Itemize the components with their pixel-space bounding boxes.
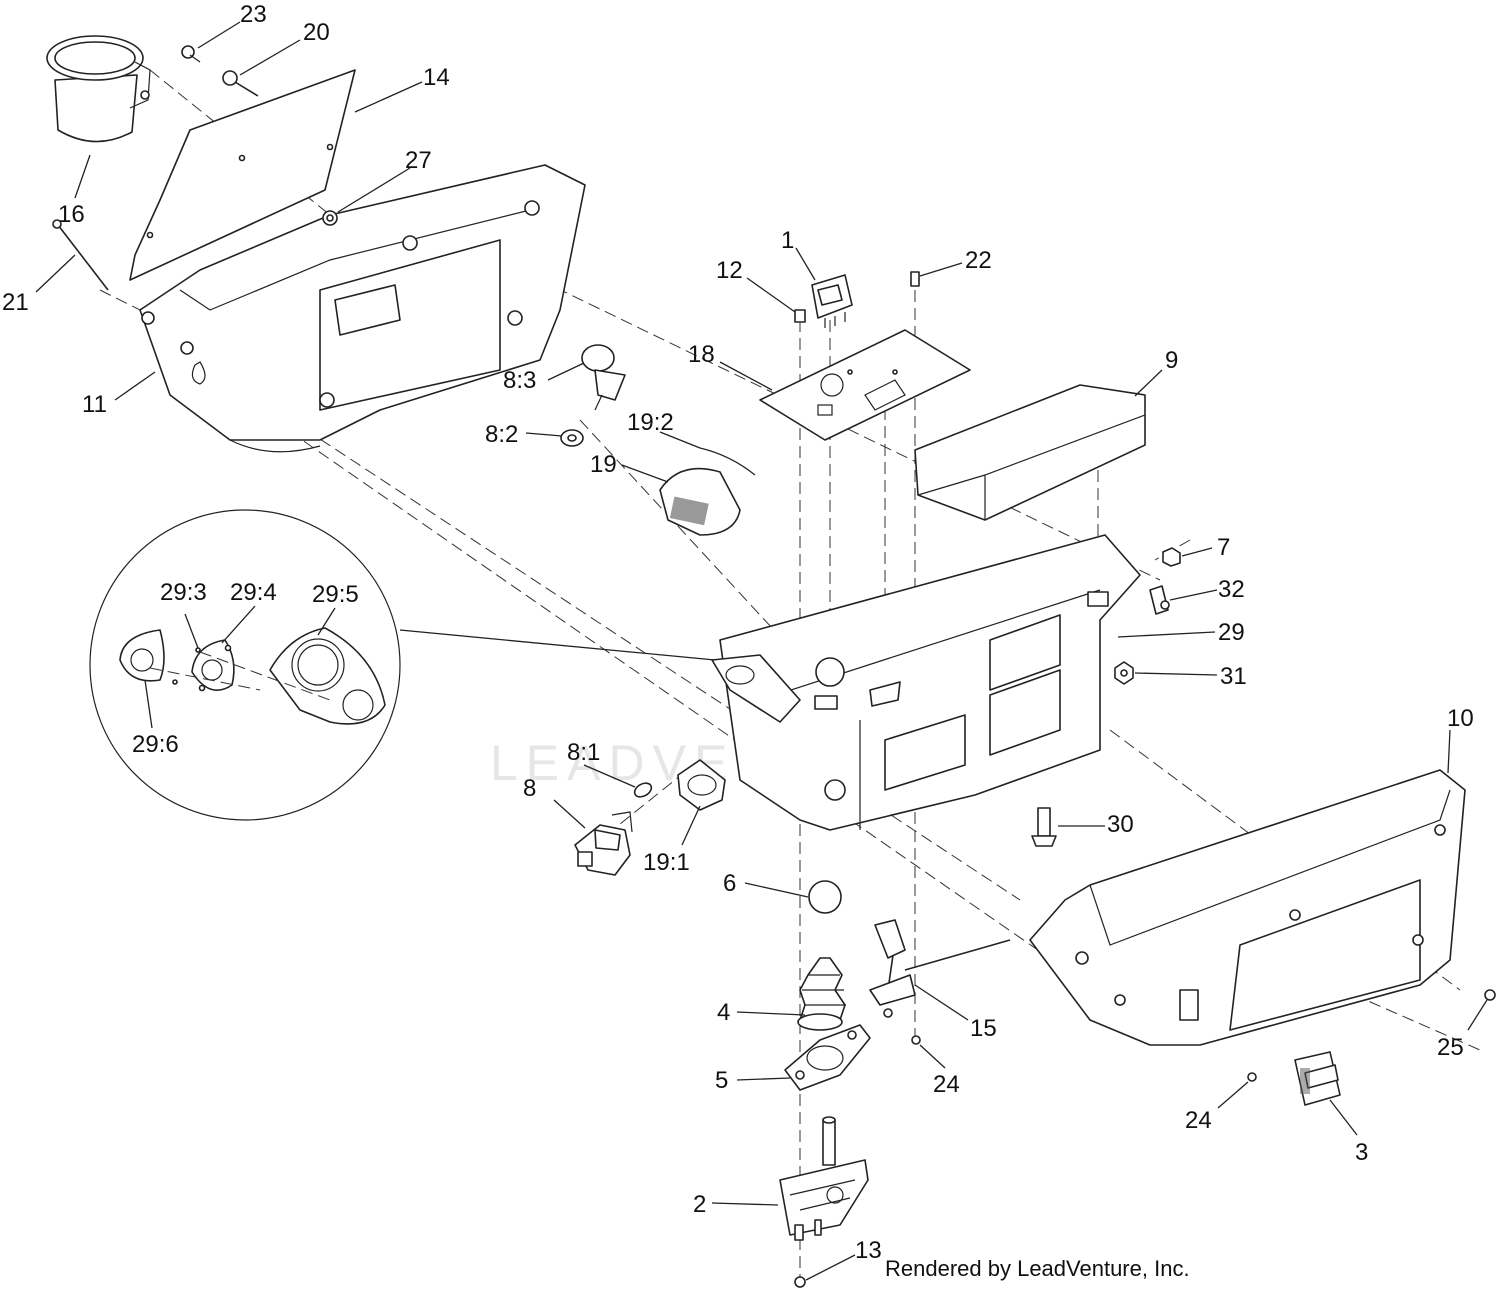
callout-8-3: 8:3 [503, 367, 536, 394]
cap-19 [659, 467, 741, 536]
left-console-cover-11 [139, 164, 586, 453]
callout-22: 22 [965, 247, 992, 274]
callout-12: 12 [716, 257, 743, 284]
right-console-cover-10 [1029, 769, 1466, 1046]
knob-ball-6 [808, 880, 842, 914]
callout-32: 32 [1218, 576, 1245, 603]
screw-13 [794, 1276, 806, 1288]
callout-8: 8 [523, 775, 536, 802]
screw-22 [910, 271, 920, 287]
callout-7: 7 [1217, 534, 1230, 561]
callout-20: 20 [303, 19, 330, 46]
callout-15: 15 [970, 1015, 997, 1042]
callout-27: 27 [405, 147, 432, 174]
screw-12 [794, 309, 806, 323]
detail-view-circle [89, 509, 716, 821]
cup-holder-16 [46, 35, 151, 143]
nut-8-2 [560, 429, 584, 447]
callout-16: 16 [58, 201, 85, 228]
boot-4 [797, 957, 846, 1031]
screw-25 [1484, 989, 1496, 1001]
knob-8-3 [581, 344, 626, 411]
callout-19: 19 [590, 451, 617, 478]
clip-32 [1149, 585, 1170, 615]
callout-29-4: 29:4 [230, 579, 277, 606]
nut-19-1 [677, 759, 726, 811]
callout-1: 1 [781, 227, 794, 254]
callout-24-a: 24 [933, 1071, 960, 1098]
rod-21 [52, 219, 109, 291]
leader-lines [35, 21, 1488, 1281]
gasket-5 [784, 1024, 871, 1091]
callout-29-5: 29:5 [312, 581, 359, 608]
bolt-30 [1031, 807, 1057, 847]
nut-24-b [1247, 1072, 1257, 1082]
nut-31 [1114, 661, 1134, 685]
console-frame-29 [719, 534, 1141, 831]
callout-8-1: 8:1 [567, 739, 600, 766]
callout-4: 4 [717, 999, 730, 1026]
callout-5: 5 [715, 1067, 728, 1094]
callout-23: 23 [240, 1, 267, 28]
callout-6: 6 [723, 870, 736, 897]
rocker-switch-1 [811, 274, 853, 328]
throttle-lever-15 [869, 919, 1011, 1018]
seal-19-2 [699, 447, 756, 476]
render-credit: Rendered by LeadVenture, Inc. [885, 1256, 1190, 1281]
callout-19-2: 19:2 [627, 409, 674, 436]
bolt-20 [222, 70, 259, 97]
callout-labels: 23 20 14 16 27 21 11 1 12 22 18 9 8:3 8:… [2, 1, 1474, 1264]
callout-18: 18 [688, 341, 715, 368]
mounting-plate-14 [129, 69, 356, 281]
callout-25: 25 [1437, 1034, 1464, 1061]
callout-14: 14 [423, 64, 450, 91]
switch-3 [1294, 1051, 1341, 1106]
decal-plate-18 [759, 329, 971, 441]
washer-8-1 [633, 782, 653, 798]
callout-29-3: 29:3 [160, 579, 207, 606]
callout-2: 2 [693, 1191, 706, 1218]
callout-11: 11 [82, 391, 107, 418]
armrest-pad-9 [914, 384, 1146, 521]
callout-9: 9 [1165, 347, 1178, 374]
callout-19-1: 19:1 [643, 849, 690, 876]
callout-24-b: 24 [1185, 1107, 1212, 1134]
joystick-assembly-2 [779, 1116, 869, 1241]
callout-29: 29 [1218, 619, 1245, 646]
callout-13: 13 [855, 1237, 882, 1264]
nut-7 [1162, 547, 1181, 567]
callout-10: 10 [1447, 705, 1474, 732]
callout-31: 31 [1220, 663, 1247, 690]
callout-30: 30 [1107, 811, 1134, 838]
bezel-on-frame [711, 654, 801, 723]
ignition-switch-8 [574, 811, 633, 876]
callout-8-2: 8:2 [485, 421, 518, 448]
nut-27 [322, 210, 338, 226]
callout-29-6: 29:6 [132, 731, 179, 758]
nut-24-a [911, 1035, 921, 1045]
callout-21: 21 [2, 289, 29, 316]
callout-3: 3 [1355, 1139, 1368, 1166]
screw-23 [181, 45, 201, 63]
